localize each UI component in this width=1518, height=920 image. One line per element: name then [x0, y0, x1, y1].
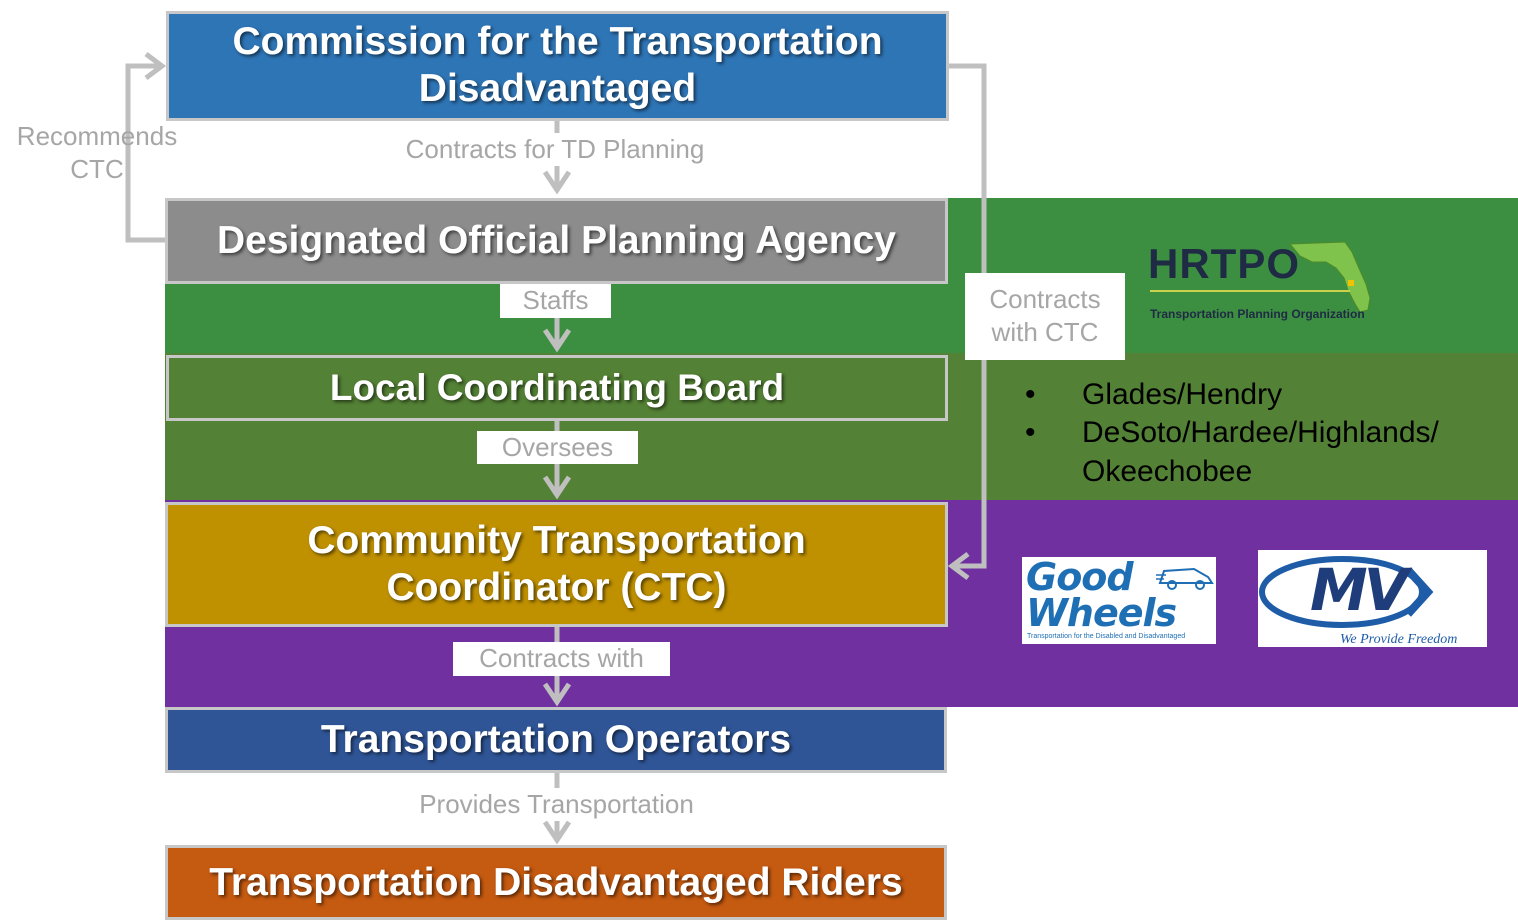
contracts-td-planning-label: Contracts for TD Planning [385, 133, 725, 166]
good-wheels-word-wheels: Wheels [1026, 591, 1177, 635]
contracts-with-ctc-label: Contracts with CTC [965, 273, 1125, 360]
provides-transportation-label: Provides Transportation [398, 788, 715, 821]
hrtpo-subtitle: Transportation Planning Organization [1150, 307, 1365, 321]
hrtpo-underline [1150, 290, 1350, 292]
mv-tagline: We Provide Freedom [1340, 632, 1458, 647]
hrtpo-wordmark: HRTPO [1148, 240, 1300, 287]
local-coordinating-board-box: Local Coordinating Board [166, 355, 948, 421]
transportation-operators-box: Transportation Operators [165, 707, 947, 773]
lcb-county-list: • Glades/Hendry • DeSoto/Hardee/Highland… [1025, 376, 1495, 491]
commission-box: Commission for the Transportation Disadv… [166, 11, 949, 121]
riders-box: Transportation Disadvantaged Riders [165, 845, 947, 920]
list-item: • Glades/Hendry [1025, 378, 1283, 411]
good-wheels-word-good: Good [1026, 555, 1134, 599]
ctc-box: Community Transportation Coordinator (CT… [165, 502, 948, 627]
mv-swoosh-icon [1259, 556, 1434, 628]
good-wheels-subtitle: Transportation for the Disabled and Disa… [1027, 633, 1186, 640]
list-item: • DeSoto/Hardee/Highlands/ Okeechobee [1025, 416, 1439, 488]
recommends-ctc-label: Recommends CTC [16, 121, 178, 184]
staffs-label: Staffs [500, 284, 611, 318]
van-icon [1156, 567, 1214, 590]
good-wheels-logo: Good Wheels Transportation for the Disab… [1022, 555, 1216, 644]
florida-map-icon [1288, 241, 1371, 313]
planning-agency-box: Designated Official Planning Agency [165, 198, 948, 284]
mv-wordmark: MV [1310, 556, 1409, 624]
hrtpo-logo: HRTPO Transportation Planning Organizati… [1140, 232, 1380, 327]
oversees-label: Oversees [477, 431, 638, 464]
mv-logo: MV We Provide Freedom [1258, 550, 1487, 647]
contracts-with-label: Contracts with [453, 642, 670, 676]
